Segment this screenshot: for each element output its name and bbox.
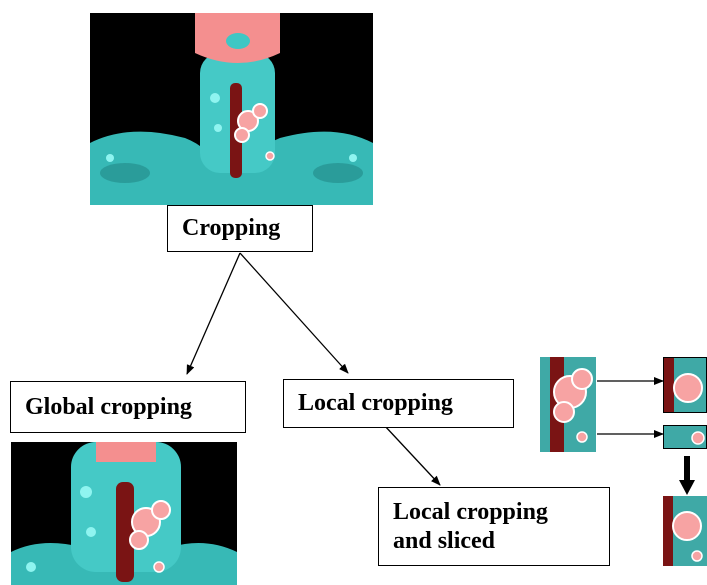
arrow-to-sliced — [384, 425, 440, 485]
cropping-box: Cropping — [167, 205, 313, 252]
global-cropping-label: Global cropping — [25, 394, 192, 421]
arrow-to-global — [187, 253, 240, 374]
sliced-label-line1: Local cropping — [393, 498, 548, 527]
local-cropping-box: Local cropping — [283, 379, 514, 428]
local-cropping-sliced-box: Local cropping and sliced — [378, 487, 610, 566]
global-cropping-box: Global cropping — [10, 381, 246, 433]
sliced-label-line2: and sliced — [393, 527, 495, 556]
thick-arrow-head — [679, 480, 695, 495]
cropping-label: Cropping — [182, 215, 280, 242]
arrow-to-local — [240, 253, 348, 373]
local-cropping-label: Local cropping — [298, 390, 453, 417]
thick-arrow-shaft — [684, 456, 690, 482]
